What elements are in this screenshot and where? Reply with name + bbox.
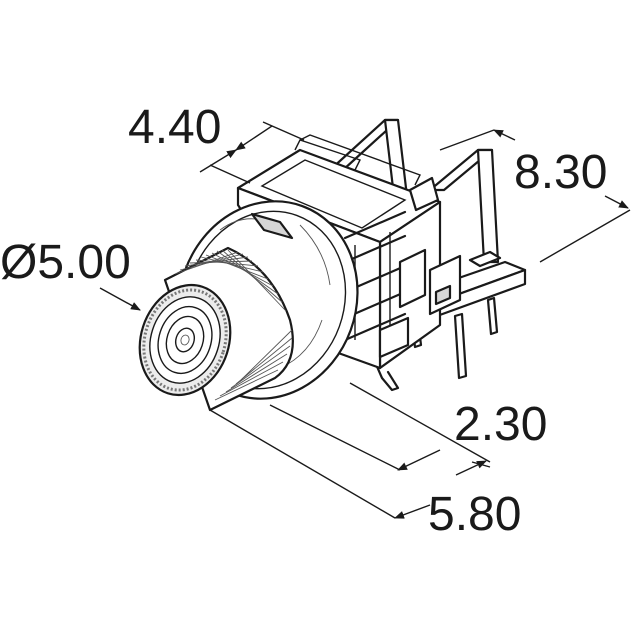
rear-bracket <box>328 118 500 264</box>
dimension-width-top: 4.40 <box>128 101 221 154</box>
dimension-offset-bottom: 2.30 <box>454 398 547 451</box>
dimension-depth-right: 8.30 <box>514 146 607 199</box>
dimension-length-bottom: 5.80 <box>428 488 521 541</box>
dimension-diameter: Ø5.00 <box>0 236 131 289</box>
knurled-knob <box>138 246 294 412</box>
dimension-lines <box>99 121 631 519</box>
